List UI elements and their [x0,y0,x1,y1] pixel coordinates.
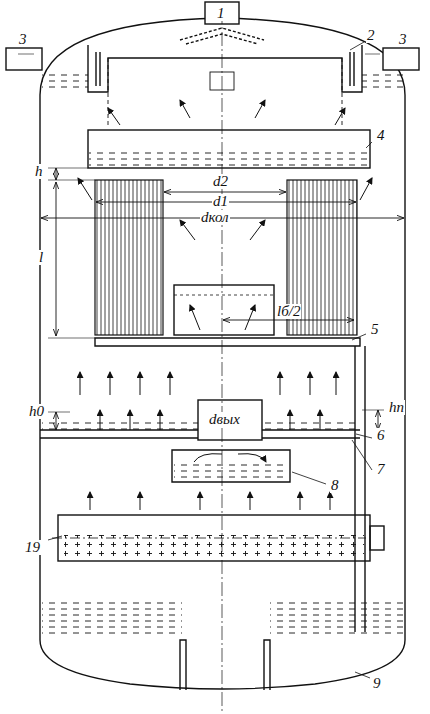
dimension-label: hп [388,400,405,415]
heater-19 [52,515,384,561]
dimension-label: l [38,250,44,265]
callout-number: 6 [376,428,386,443]
dimension-label: d2 [212,174,229,189]
callout-number: 8 [330,478,340,493]
callout-number: 1 [216,6,226,21]
callout-number: 7 [376,462,386,477]
callout-number: 4 [376,128,386,143]
leader-lines [48,42,372,678]
separator-2 [42,45,404,125]
flow-arrows [78,100,372,510]
dimension-label: lб/2 [276,304,301,319]
column-shell [6,2,419,640]
dimension-lines [18,54,404,430]
column-bottom [40,10,405,712]
callout-number: 19 [24,540,41,555]
dimension-label: h0 [28,404,45,419]
callout-number: 3 [398,32,408,47]
callout-number: 2 [366,28,376,43]
tray-4 [88,130,370,168]
callout-number: 9 [372,676,382,691]
dimension-label: d1 [212,194,229,209]
dimension-label: dкол [200,210,230,225]
tray-5 [40,338,365,632]
callout-number: 5 [370,322,380,337]
callout-number: 3 [18,32,28,47]
dimension-label: dвых [208,412,241,427]
tube-bundle [95,180,357,335]
dimension-label: h [34,164,44,179]
